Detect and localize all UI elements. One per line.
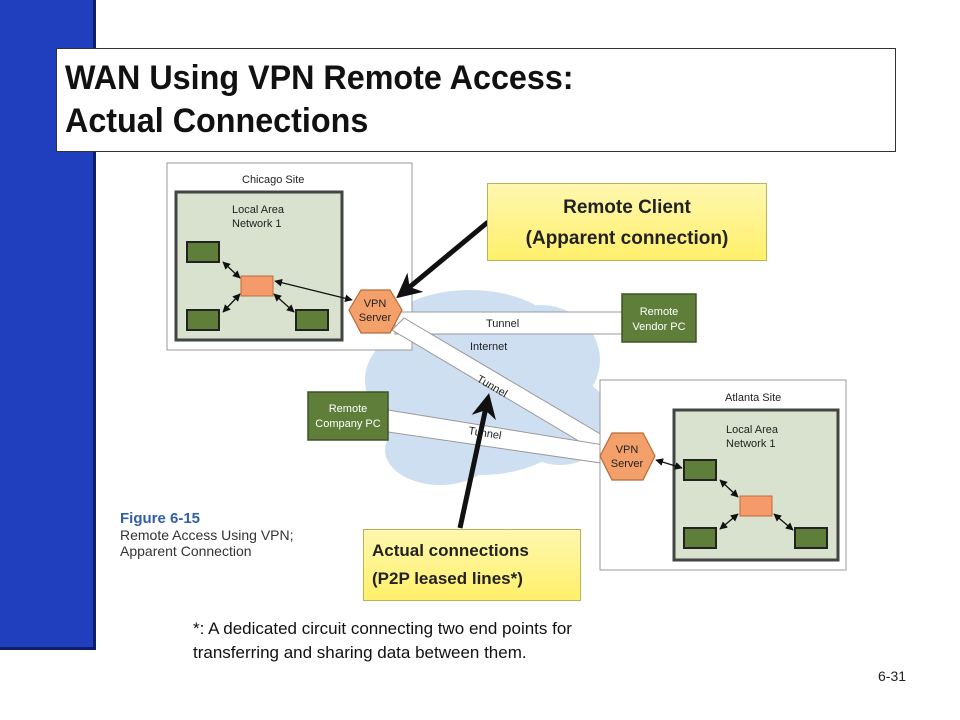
chicago-link-1 [222,261,241,279]
remote-client-callout-arrow [396,220,490,299]
chicago-pc-icon-2 [186,309,220,331]
atlanta-pc-icon-1 [683,459,717,481]
atlanta-site-label: Atlanta Site [725,392,781,404]
figure-caption: Figure 6-15 Remote Access Using VPN; App… [120,510,294,560]
atlanta-pc-icon-2 [683,527,717,549]
atlanta-lan-label-line1: Local Area [726,424,779,436]
atlanta-link-2 [719,513,739,530]
actual-connections-callout-line1: Actual connections [372,541,529,560]
chicago-vpn-server-icon [348,289,403,334]
atlanta-vpn-server-icon [599,432,656,481]
footnote: *: A dedicated circuit connecting two en… [193,617,713,665]
atlanta-vpn-label-line1: VPN [616,444,639,456]
atlanta-lan-label-line2: Network 1 [726,438,776,450]
page-number: 6-31 [878,668,907,684]
atlanta-link-1 [719,479,739,498]
chicago-link-2 [222,293,241,313]
figure-number: Figure 6-15 [120,510,201,527]
figure-caption-line2: Apparent Connection [120,543,252,559]
atlanta-link-vpn [655,458,683,470]
remote-client-callout-line2: (Apparent connection) [525,228,729,249]
chicago-lan-label-line2: Network 1 [232,218,282,230]
actual-connections-callout-line2: (P2P leased lines*) [372,569,523,588]
atlanta-link-3 [773,513,794,531]
vendor-pc-label-line1: Remote [640,306,679,318]
chicago-pc-icon-1 [186,241,220,263]
remote-company-pc-icon [307,391,389,441]
remote-client-callout: Remote Client (Apparent connection) [487,183,767,261]
chicago-vpn-label-line1: VPN [364,298,387,310]
tunnel-label-top: Tunnel [486,318,519,330]
chicago-pc-icon-3 [295,309,329,331]
atlanta-vpn-label-line2: Server [611,458,644,470]
chicago-site-label: Chicago Site [242,174,304,186]
chicago-lan-label-line1: Local Area [232,204,285,216]
footnote-line1: *: A dedicated circuit connecting two en… [193,619,572,638]
actual-connections-callout-arrow [457,393,497,529]
company-pc-label-line2: Company PC [315,418,380,430]
actual-connections-callout: Actual connections (P2P leased lines*) [363,529,581,601]
tunnel-label-bottom: Tunnel [468,425,503,442]
vendor-pc-label-line2: Vendor PC [632,321,685,333]
slide-title-box: WAN Using VPN Remote Access: Actual Conn… [56,48,896,152]
footnote-line2: transferring and sharing data between th… [193,643,527,662]
chicago-vpn-label-line2: Server [359,312,392,324]
chicago-switch-icon [240,275,274,297]
internet-label: Internet [470,341,507,353]
figure-caption-line1: Remote Access Using VPN; [120,527,294,543]
atlanta-pc-icon-3 [794,527,828,549]
remote-vendor-pc-icon [621,293,697,343]
atlanta-switch-icon [739,495,773,517]
remote-client-callout-line1: Remote Client [563,197,691,218]
chicago-link-vpn [274,278,353,303]
slide-title-line2: Actual Connections [65,102,369,140]
slide-title-line1: WAN Using VPN Remote Access: [65,59,574,97]
company-pc-label-line1: Remote [329,403,368,415]
